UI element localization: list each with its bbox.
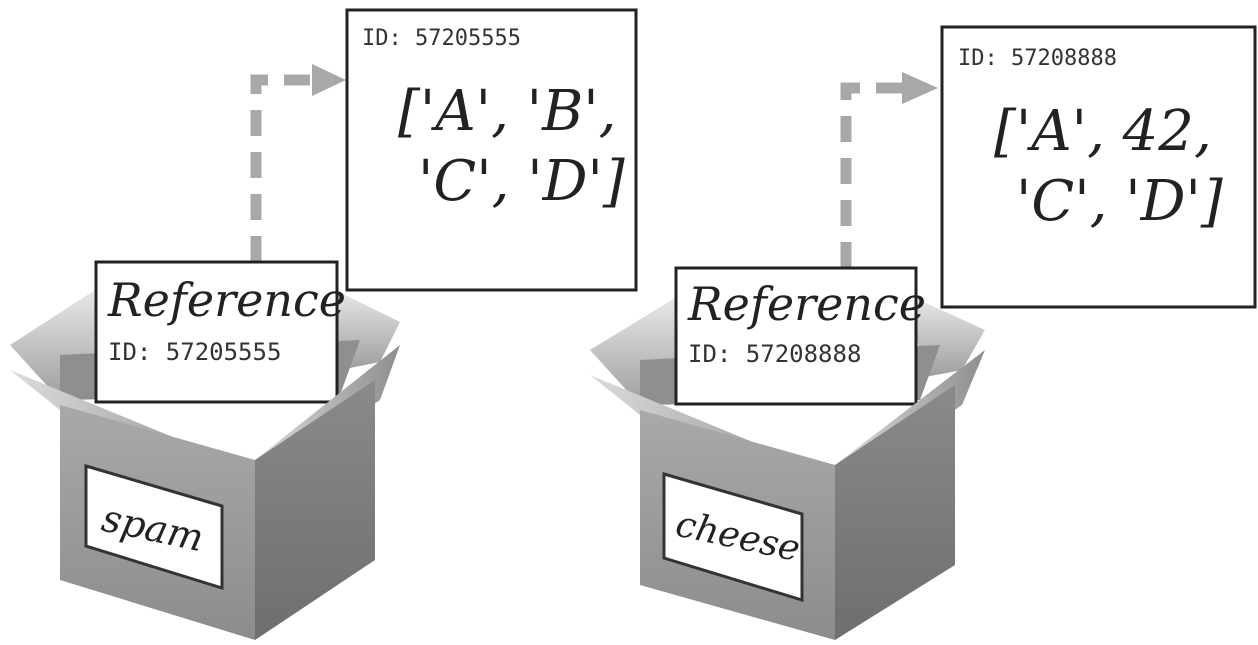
left-reference-word: Reference	[107, 273, 346, 327]
arrow-head-icon	[312, 64, 346, 96]
right-object-box	[940, 25, 1257, 309]
right-reference-word: Reference	[687, 277, 926, 331]
right-reference-group: ID: 57208888 ['A', 42, 'C', 'D'] Referen…	[590, 25, 1257, 640]
left-reference-group: ID: 57205555 ['A', 'B', 'C', 'D'] Refere…	[10, 8, 638, 640]
left-list-object: ID: 57205555 ['A', 'B', 'C', 'D']	[345, 8, 638, 292]
left-box-side	[255, 380, 375, 640]
right-box-side	[835, 385, 955, 640]
right-variable-label: cheese	[662, 472, 804, 603]
left-list-line1: ['A', 'B',	[398, 79, 616, 144]
left-object-id: ID: 57205555	[362, 26, 521, 51]
left-reference-arrow	[250, 64, 346, 262]
right-reference-arrow	[840, 72, 938, 268]
right-list-object: ID: 57208888 ['A', 42, 'C', 'D']	[940, 25, 1257, 309]
right-list-line1: ['A', 42,	[994, 99, 1212, 164]
right-box-front-flap-right	[835, 350, 985, 465]
left-variable-label: spam	[84, 463, 224, 591]
left-box-front-flap-right	[255, 345, 400, 460]
right-reference-card: Reference ID: 57208888	[674, 266, 926, 406]
right-list-line2: 'C', 'D']	[1016, 169, 1223, 234]
left-list-line2: 'C', 'D']	[418, 149, 625, 214]
left-reference-id: ID: 57205555	[108, 338, 281, 366]
right-reference-id: ID: 57208888	[688, 340, 861, 368]
right-object-id: ID: 57208888	[958, 46, 1117, 71]
left-object-box	[345, 8, 638, 292]
left-reference-card: Reference ID: 57205555	[94, 260, 346, 404]
arrow-head-icon	[902, 72, 938, 104]
